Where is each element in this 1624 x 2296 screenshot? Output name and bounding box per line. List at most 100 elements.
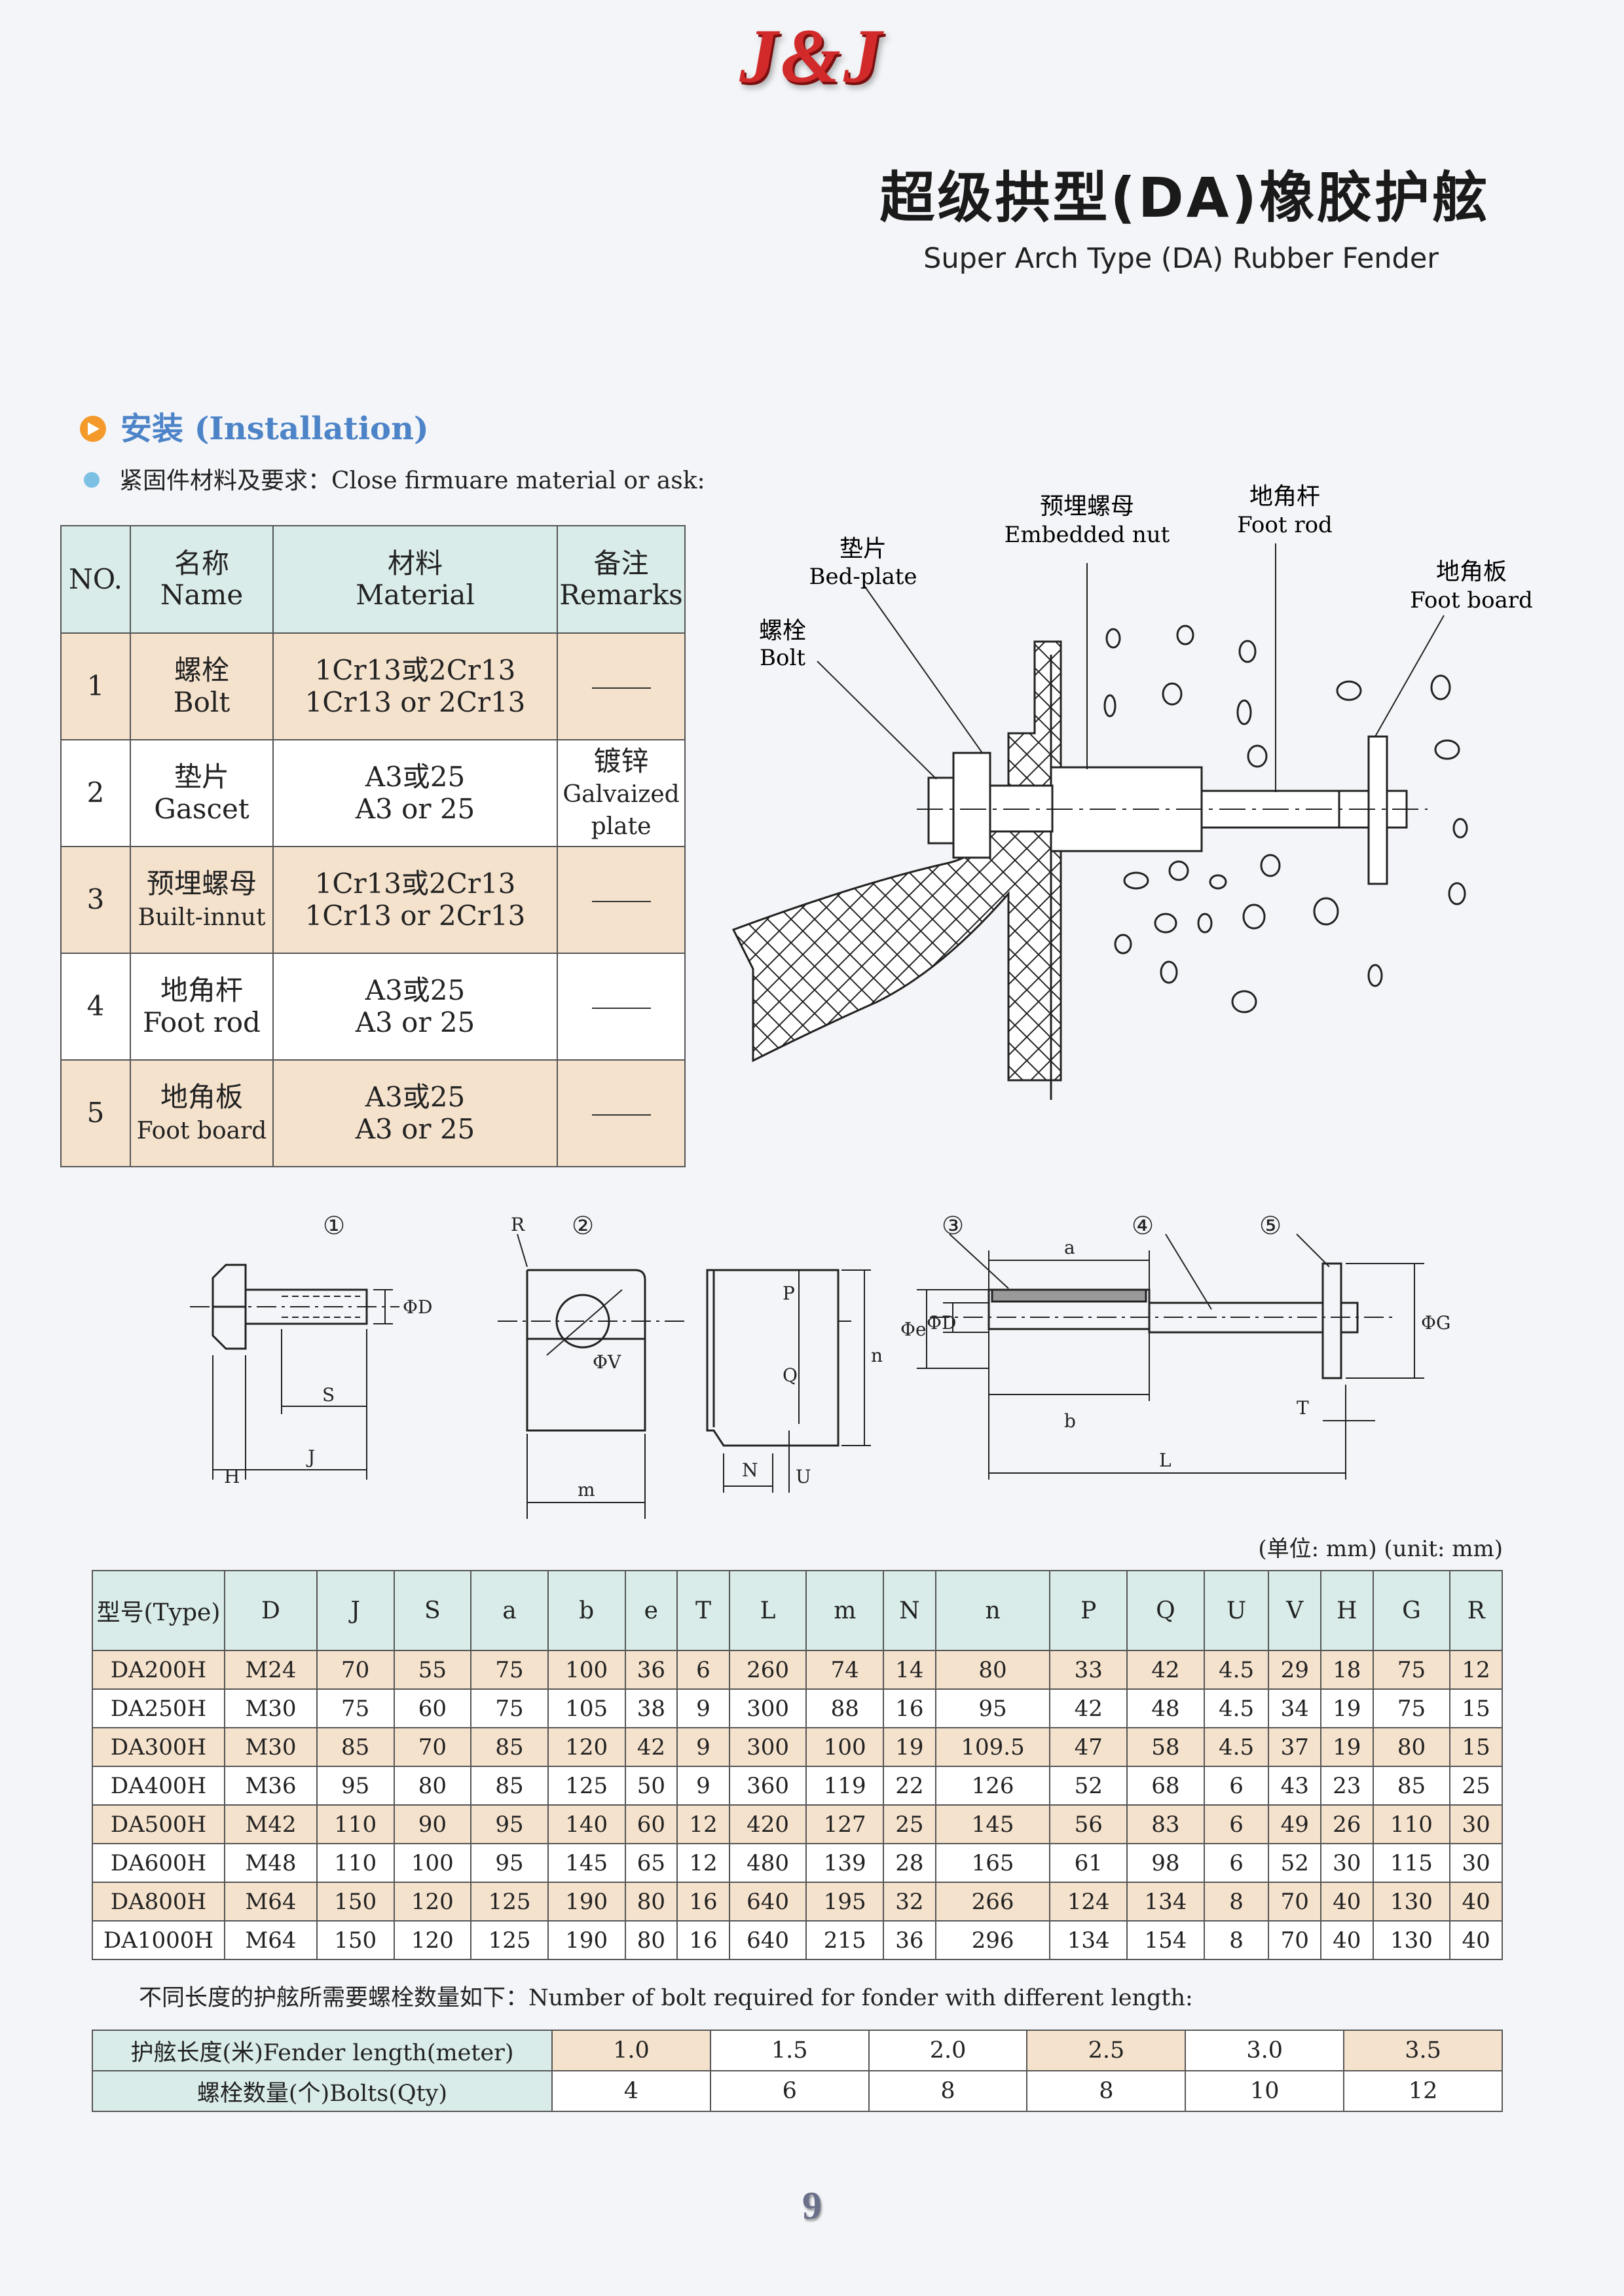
table-cell: 42 [624, 1727, 678, 1767]
table-cell: 30 [1449, 1804, 1503, 1844]
empty-dash [591, 1114, 651, 1116]
table-cell: 90 [393, 1804, 472, 1844]
bolt-head [927, 776, 955, 845]
table-cell: 50 [624, 1766, 678, 1806]
table-cell: 195 [805, 1882, 885, 1922]
table-cell: 12 [676, 1804, 730, 1844]
fastener-note-text: 紧固件材料及要求：Close firmuare material or ask: [119, 467, 705, 494]
table-cell: 19 [1320, 1727, 1374, 1767]
bolt-quantity-table: 护舷长度(米)Fender length(meter) 1.0 1.5 2.0 … [92, 2030, 1503, 2112]
table-cell: 60 [624, 1804, 678, 1844]
table-cell: 300 [728, 1727, 807, 1767]
table-cell: 42 [1126, 1650, 1205, 1690]
table-cell: 16 [676, 1882, 730, 1922]
table-cell: 215 [805, 1920, 885, 1960]
table-cell: 126 [934, 1766, 1051, 1806]
table-cell: 80 [624, 1920, 678, 1960]
label-bolt-en: Bolt [760, 645, 805, 671]
parts-dimension-drawings: ① ② ③ ④ ⑤ ΦD S H J R ΦV m P Q n N U a Φe… [190, 1211, 1450, 1519]
table-cell: 125 [547, 1766, 626, 1806]
dim-T: T [1297, 1397, 1309, 1419]
table-cell: 15 [1449, 1727, 1503, 1767]
table-cell: 4.5 [1203, 1650, 1270, 1690]
dim-m: m [578, 1479, 595, 1501]
table-cell: 139 [805, 1843, 885, 1883]
table-cell: M64 [224, 1882, 318, 1922]
table-cell: 95 [316, 1766, 395, 1806]
cell-remarks [557, 1059, 686, 1167]
label-footrod-cn: 地角杆 [1249, 483, 1320, 510]
table-cell: 130 [1372, 1920, 1451, 1960]
length-cell: 1.5 [709, 2030, 870, 2071]
table-cell: 360 [728, 1766, 807, 1806]
table-cell: 4.5 [1203, 1727, 1270, 1767]
page-title-en: Super Arch Type (DA) Rubber Fender [923, 242, 1439, 275]
bolt-head-shape [212, 1264, 247, 1350]
table-cell: 75 [470, 1688, 549, 1728]
qty-cell: 6 [709, 2070, 870, 2112]
table-cell: 80 [934, 1650, 1051, 1690]
dim-Q: Q [783, 1364, 798, 1386]
table-cell: 19 [883, 1727, 936, 1767]
table-cell: 28 [883, 1843, 936, 1883]
page-number: 9 [802, 2184, 822, 2227]
table-cell: 120 [393, 1920, 472, 1960]
table-cell: 130 [1372, 1882, 1451, 1922]
table-cell: 65 [624, 1843, 678, 1883]
leader-foot-board [1375, 615, 1445, 737]
table-cell: M24 [224, 1650, 318, 1690]
length-cell: 2.5 [1026, 2030, 1187, 2071]
table-cell: 75 [470, 1650, 549, 1690]
table-cell: 38 [624, 1688, 678, 1728]
header-a: a [470, 1570, 549, 1651]
table-cell: 105 [547, 1688, 626, 1728]
header-n: N [883, 1570, 936, 1651]
table-cell: 109.5 [934, 1727, 1051, 1767]
table-cell: 16 [676, 1920, 730, 1960]
brand-logo: J&J [739, 13, 885, 99]
header-u: U [1203, 1570, 1270, 1651]
cell-type: DA300H [92, 1727, 225, 1767]
table-cell: 9 [676, 1766, 730, 1806]
table-cell: 4.5 [1203, 1688, 1270, 1728]
dim-a: a [1064, 1237, 1075, 1258]
header-p: P [1049, 1570, 1128, 1651]
section-title: 安装 (Installation) [120, 410, 429, 447]
label-embedded-cn: 预埋螺母 [1040, 493, 1134, 520]
table-cell: 30 [1449, 1843, 1503, 1883]
table-cell: 95 [470, 1843, 549, 1883]
table-cell: 150 [316, 1920, 395, 1960]
table-cell: 110 [1372, 1804, 1451, 1844]
cell-remarks [557, 953, 686, 1061]
qty-cell: 8 [868, 2070, 1028, 2112]
table-cell: M30 [224, 1688, 318, 1728]
dim-phiD2: ΦD [927, 1312, 956, 1334]
table-cell: 260 [728, 1650, 807, 1690]
cell-remarks [557, 632, 686, 740]
cell-type: DA400H [92, 1766, 225, 1806]
header-g: G [1372, 1570, 1451, 1651]
header-j: J [316, 1570, 395, 1651]
table-cell: 40 [1320, 1882, 1374, 1922]
qty-cell: 12 [1343, 2070, 1503, 2112]
qty-cell: 8 [1026, 2070, 1187, 2112]
table-cell: 296 [934, 1920, 1051, 1960]
table-cell: 70 [1268, 1920, 1321, 1960]
table-cell: 480 [728, 1843, 807, 1883]
table-cell: 8 [1203, 1882, 1270, 1922]
table-cell: 9 [676, 1727, 730, 1767]
table-cell: 145 [547, 1843, 626, 1883]
table-cell: 85 [470, 1766, 549, 1806]
table-cell: 420 [728, 1804, 807, 1844]
